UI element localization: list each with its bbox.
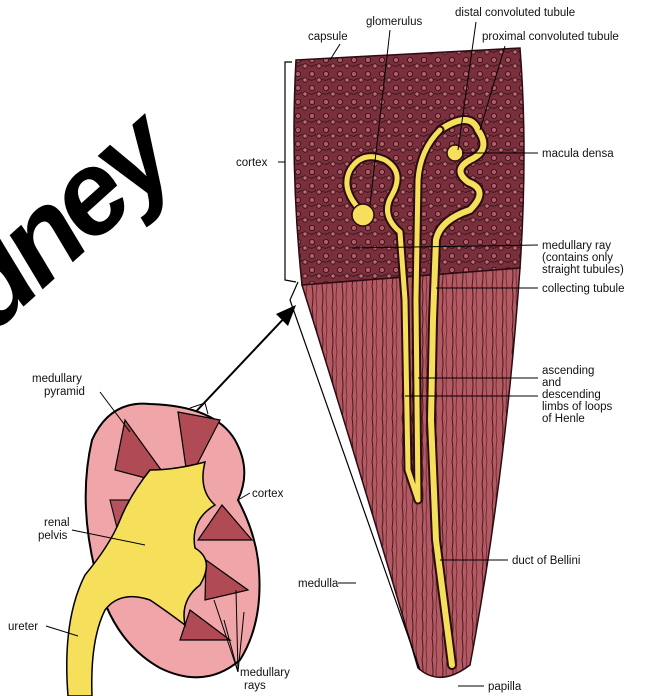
label-papilla: papilla [488,681,522,693]
cortex-region [294,48,524,285]
label-renal-pelvis: renal pelvis [38,517,73,542]
label-loops-line5: of Henle [542,413,585,425]
label-medullary-ray-line3: straight tubules) [542,264,624,276]
label-medullary-ray-line1: medullary ray [542,240,611,252]
label-medullary-rays-line1: medullary [240,667,290,679]
label-medullary-ray-line2: (contains only [542,252,613,264]
label-renal-pelvis-line2: pelvis [38,530,68,542]
label-duct-bellini: duct of Bellini [512,555,580,567]
label-loops-line4: limbs of loops [542,401,613,413]
label-renal-pelvis-line1: renal [44,517,70,529]
label-loops-line1: ascending [542,365,594,377]
label-medullary-pyramid-line2: pyramid [44,386,85,398]
label-ureter: ureter [8,621,38,633]
label-medullary-pyramid: medullary pyramid [32,373,85,398]
kidney-cross-section [67,404,260,696]
title-text: dney [0,80,205,354]
label-kidney-cortex: cortex [252,488,284,500]
label-proximal: proximal convoluted tubule [482,31,619,43]
label-loops-of-henle: ascending and descending limbs of loops … [542,365,616,425]
label-distal: distal convoluted tubule [455,7,575,19]
label-medullary-rays: medullary rays [240,667,293,692]
label-medullary-rays-line2: rays [244,680,266,692]
label-loops-line2: and [542,377,561,389]
label-medullary-ray: medullary ray (contains only straight tu… [542,240,624,276]
label-collecting-tubule: collecting tubule [542,283,624,295]
label-loops-line3: descending [542,389,601,401]
label-medullary-pyramid-line1: medullary [32,373,82,385]
label-glomerulus: glomerulus [366,16,422,28]
label-macula-densa: macula densa [542,148,614,160]
label-cortex-left: cortex [236,157,268,169]
label-capsule: capsule [308,31,348,43]
label-medulla: medulla [298,578,339,590]
